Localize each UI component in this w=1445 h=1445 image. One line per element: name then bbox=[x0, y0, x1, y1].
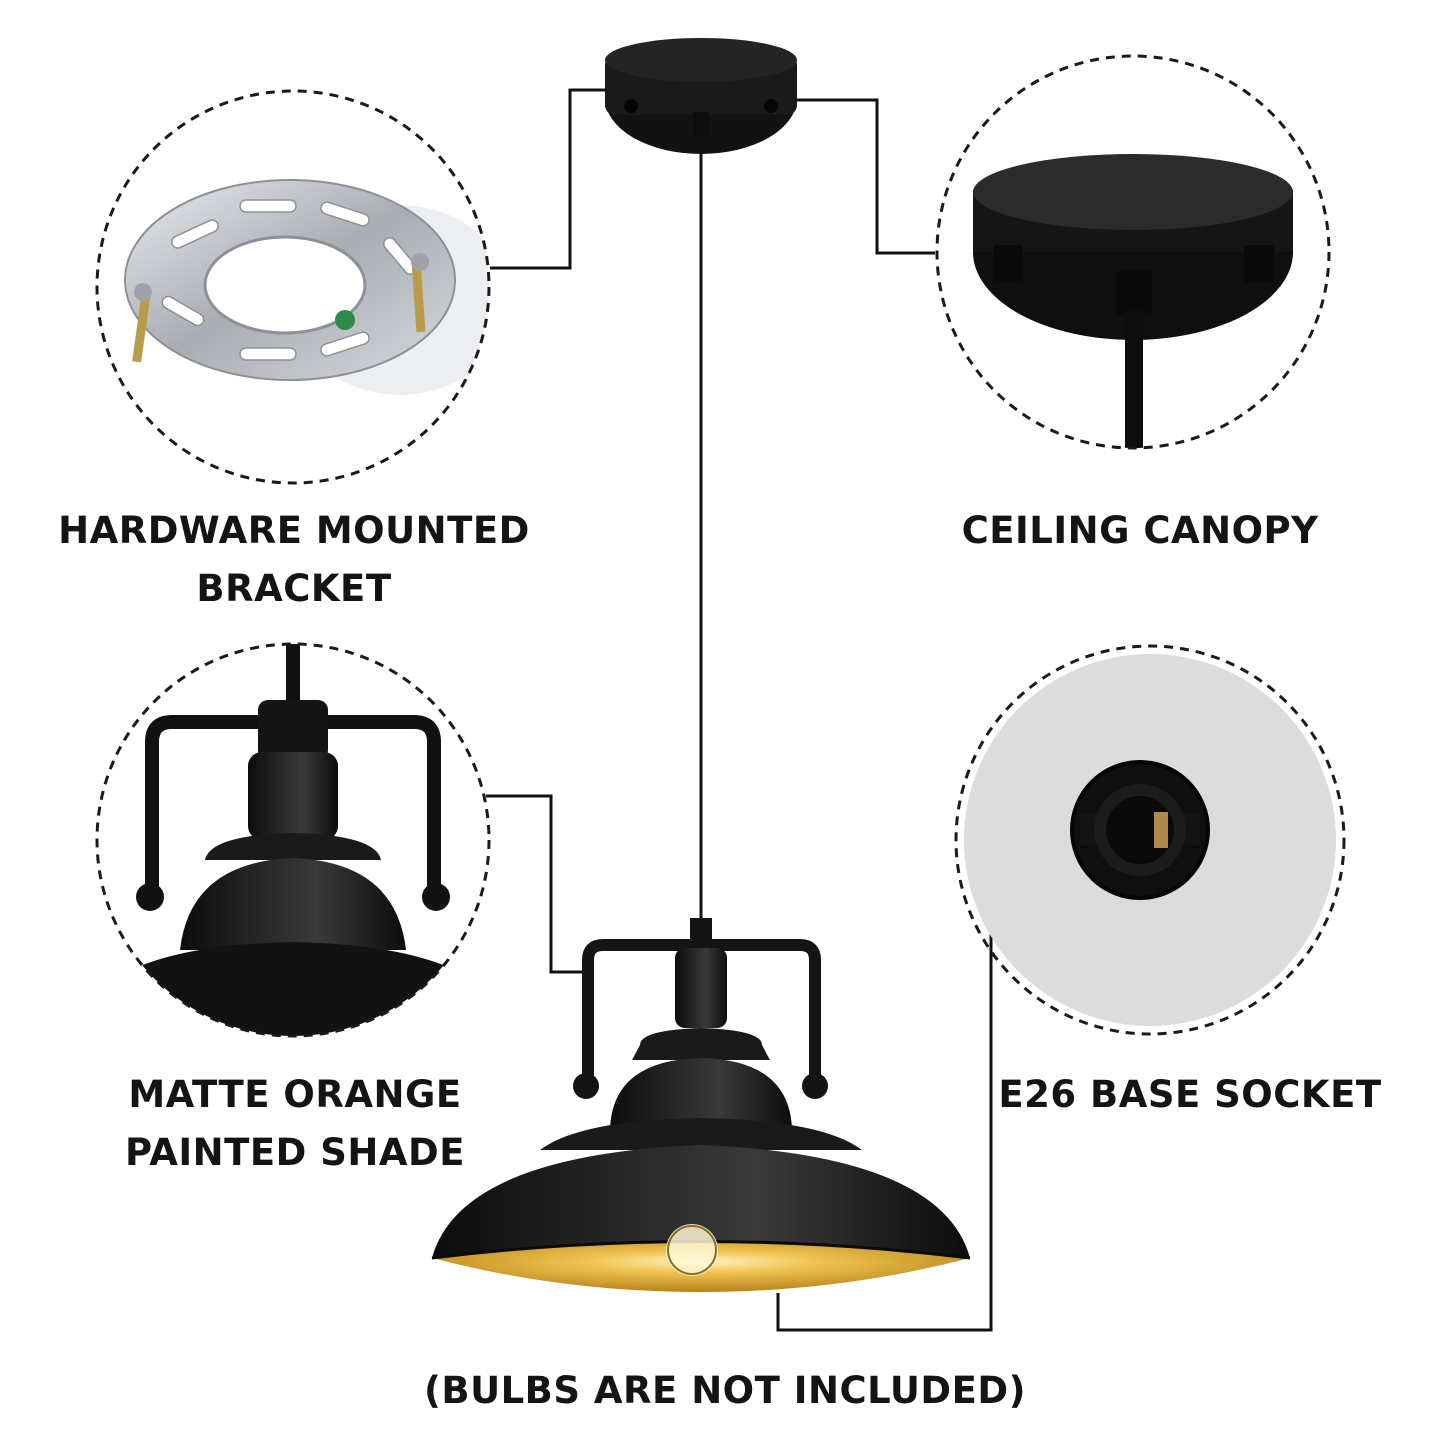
shade-callout bbox=[95, 642, 491, 1038]
connector-shade bbox=[486, 794, 587, 974]
connector-lines bbox=[486, 88, 993, 1332]
socket-callout bbox=[954, 644, 1346, 1036]
connector-canopy bbox=[796, 98, 935, 255]
bracket-label: HARDWARE MOUNTED BRACKET bbox=[20, 502, 568, 618]
canopy-label-text: CEILING CANOPY bbox=[961, 509, 1319, 552]
shade-label-line-2: PAINTED SHADE bbox=[125, 1131, 465, 1174]
bracket-label-line-2: BRACKET bbox=[196, 567, 392, 610]
socket-label: E26 BASE SOCKET bbox=[970, 1066, 1410, 1124]
bulbs-note: (BULBS ARE NOT INCLUDED) bbox=[270, 1362, 1180, 1420]
bracket-callout bbox=[95, 89, 491, 485]
canopy-callout bbox=[935, 54, 1331, 450]
connector-bracket bbox=[490, 88, 606, 270]
canopy-label: CEILING CANOPY bbox=[900, 502, 1380, 560]
shade-label-line-1: MATTE ORANGE bbox=[128, 1073, 462, 1116]
bulbs-note-text: (BULBS ARE NOT INCLUDED) bbox=[423, 1369, 1027, 1412]
connector-socket bbox=[776, 930, 993, 1332]
bracket-label-line-1: HARDWARE MOUNTED bbox=[58, 509, 530, 552]
socket-label-text: E26 BASE SOCKET bbox=[998, 1073, 1382, 1116]
shade-label: MATTE ORANGE PAINTED SHADE bbox=[60, 1066, 530, 1182]
main-lamp bbox=[431, 918, 971, 1292]
main-canopy bbox=[605, 38, 797, 154]
